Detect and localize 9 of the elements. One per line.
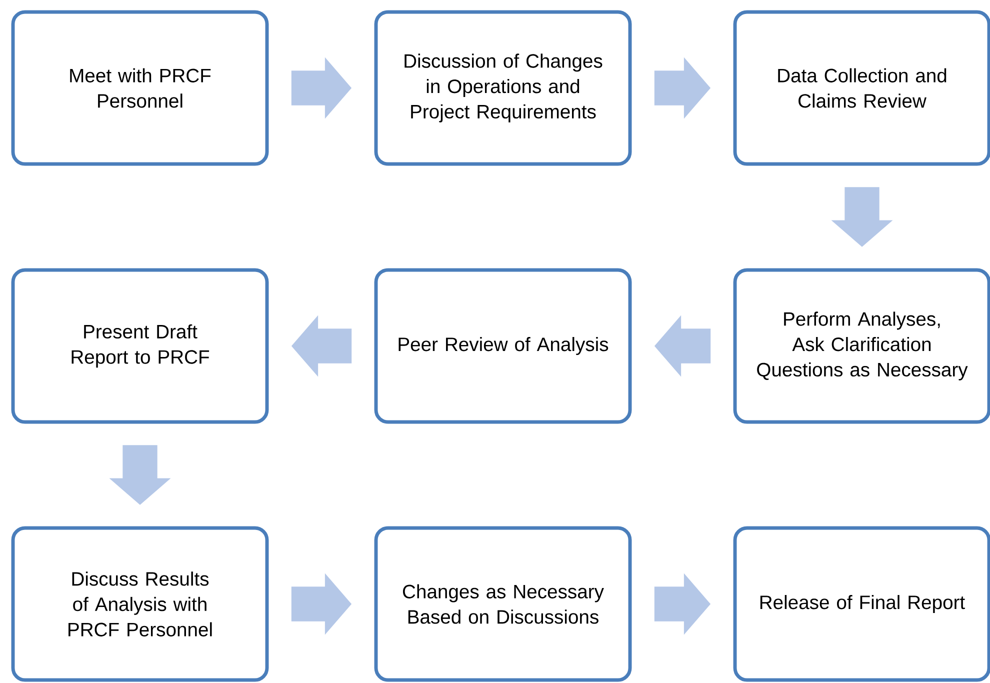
process-box: Changes as Necessary Based on Discussions: [374, 526, 632, 682]
process-box: Release of Final Report: [733, 526, 990, 682]
process-box: Discuss Results of Analysis with PRCF Personnel: [11, 526, 269, 682]
process-box: Present Draft Report to PRCF: [11, 268, 269, 424]
process-box: Perform Analyses, Ask Clarification Questions as Necessary: [733, 268, 990, 424]
process-box: Peer Review of Analysis: [374, 268, 632, 424]
process-box: Discussion of Changes in Operations and Project Requirements: [374, 10, 632, 166]
process-box: Meet with PRCF Personnel: [11, 10, 269, 166]
process-box: Data Collection and Claims Review: [733, 10, 990, 166]
